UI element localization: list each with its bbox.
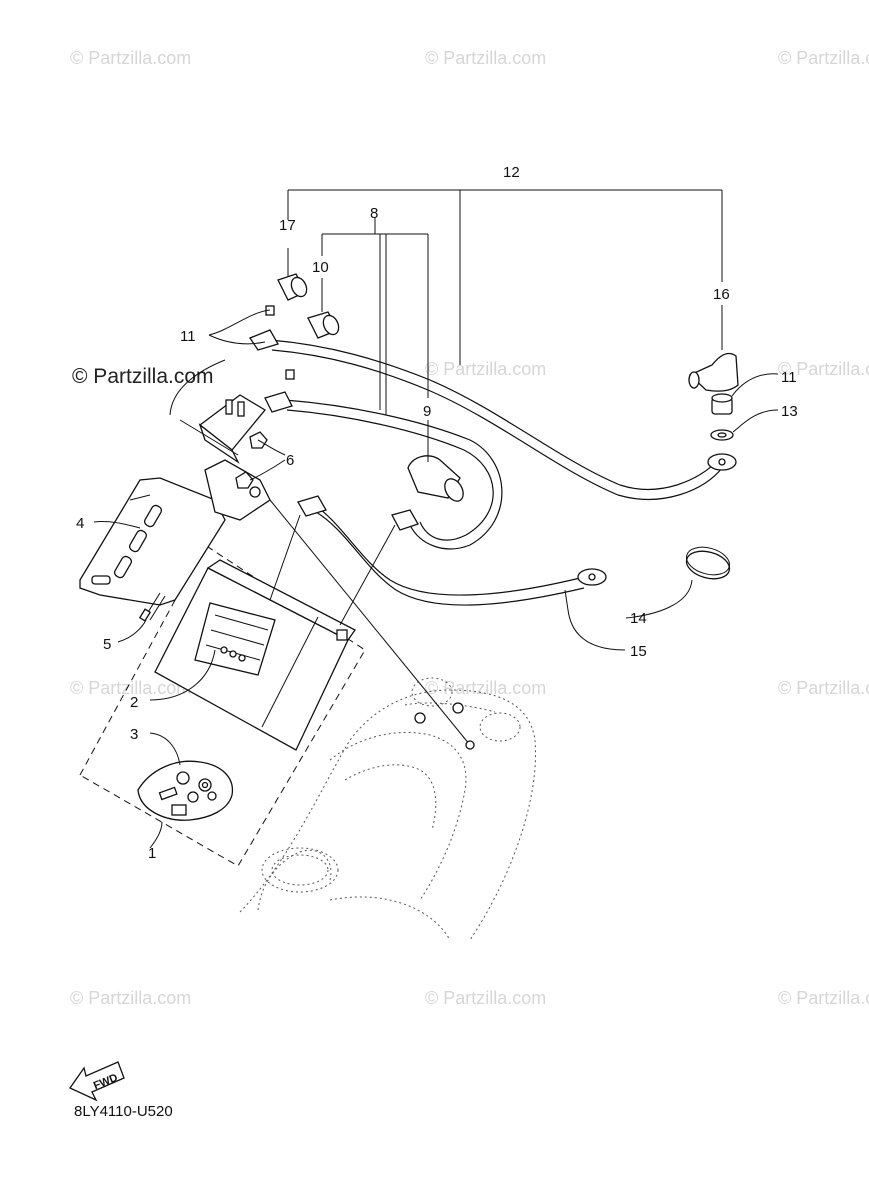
lock-washer [710,429,734,441]
bolt [138,592,166,622]
battery-bracket [79,477,226,606]
nut [235,431,268,489]
cable-band [685,546,731,580]
watermark-layer: © Partzilla.com © Partzilla.com © Partzi… [70,48,869,1008]
battery-hardware-set [137,760,234,821]
callout-11: 11 [781,369,797,386]
watermark: © Partzilla.com [425,678,546,698]
diagram-code: 8LY4110-U520 [74,1103,173,1120]
battery-cables [249,329,737,606]
watermark: © Partzilla.com [425,359,546,379]
watermark: © Partzilla.com [778,678,869,698]
watermark-bold: © Partzilla.com [72,365,214,388]
battery-assembly-box [79,544,366,867]
fwd-arrow-icon: FWD [69,1061,125,1102]
watermark: © Partzilla.com [778,988,869,1008]
callout-15: 15 [630,643,647,660]
callout-6: 6 [286,452,294,469]
callout-14: 14 [630,610,647,627]
callout-2: 2 [130,694,138,711]
callout-8: 8 [370,205,378,222]
callout-12: 12 [503,164,520,181]
callout-11: 11 [180,328,196,345]
callout-10: 10 [312,259,329,276]
nut-11-right [711,393,733,415]
callout-16: 16 [713,286,730,303]
callout-13: 13 [781,403,798,420]
battery [154,559,356,751]
terminal-cover-16 [688,352,739,392]
callout-labels: 1 2 3 4 5 6 8 9 10 11 11 12 13 14 15 16 … [76,164,798,862]
watermark: © Partzilla.com [70,678,191,698]
watermark: © Partzilla.com [425,48,546,68]
watermark: © Partzilla.com [70,48,191,68]
callout-17: 17 [279,217,296,234]
hull-outline [239,677,537,941]
watermark: © Partzilla.com [425,988,546,1008]
callout-4: 4 [76,515,84,532]
watermark: © Partzilla.com [778,48,869,68]
hull-fasteners [414,702,475,750]
callout-5: 5 [103,636,111,653]
watermark: © Partzilla.com [70,988,191,1008]
leader-lines [93,189,779,849]
callout-9: 9 [423,403,431,420]
terminal-cover-10 [307,311,340,339]
watermark: © Partzilla.com [778,359,869,379]
terminal-cover-17 [277,273,308,301]
terminal-cover-9 [407,455,464,502]
callout-3: 3 [130,726,138,743]
callout-1: 1 [148,845,156,862]
